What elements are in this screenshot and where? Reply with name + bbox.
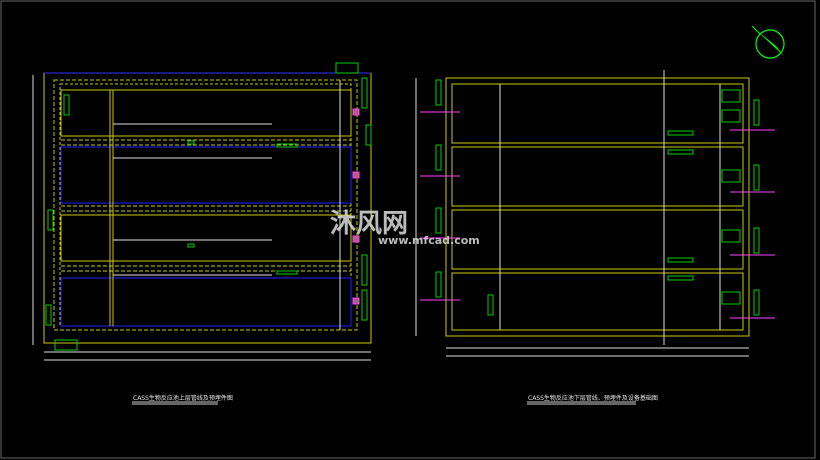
right-drawing-title: CASS生物反应池下层管线、预埋件及设备基础图 bbox=[528, 395, 658, 402]
right-plan bbox=[415, 70, 775, 357]
north-arrow-icon bbox=[751, 25, 785, 59]
watermark-brand: 沐风网 bbox=[330, 209, 409, 239]
watermark-url: www.mfcad.com bbox=[378, 234, 480, 247]
left-drawing-title: CASS生物反应池上层管线及预埋件图 bbox=[133, 395, 233, 402]
left-plan bbox=[32, 62, 372, 361]
